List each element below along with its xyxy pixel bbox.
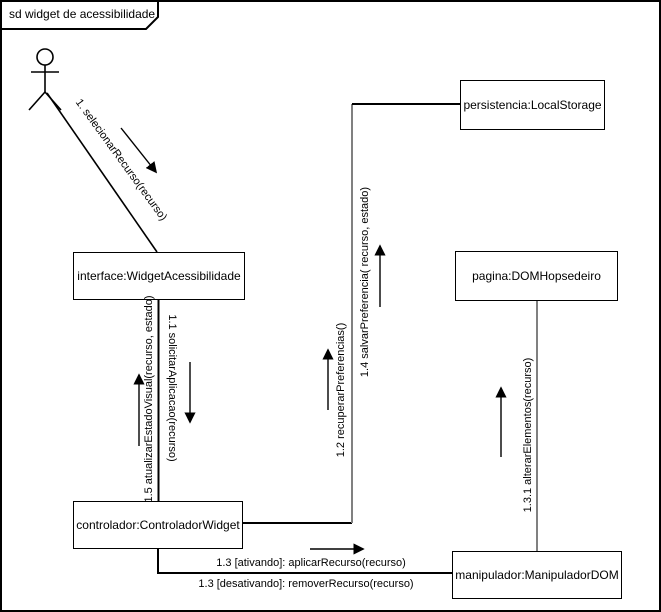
message-label-salvar-preferencia: 1.4 salvarPreferencia( recurso, estado) (359, 186, 371, 378)
object-label-controlador: controlador:ControladorWidget (76, 518, 240, 532)
frame-title: sd widget de acessibilidade (9, 7, 156, 21)
actor-icon (28, 48, 62, 111)
message-label-solicitar-aplicacao: 1.1 solicitarAplicacao(recurso) (166, 314, 178, 462)
object-box-persistencia: persistencia:LocalStorage (460, 80, 605, 130)
link-controlador-persistencia (243, 103, 460, 524)
message-label-alterar-elementos: 1.3.1 alterarElementos(recurso) (522, 357, 534, 513)
object-label-interface: interface:WidgetAcessibilidade (77, 269, 241, 283)
object-label-pagina: pagina:DOMHopsedeiro (472, 269, 601, 283)
arrow-selecionar-recurso (120, 127, 158, 174)
frame-title-tab (0, 0, 159, 30)
link-actor-interface (46, 92, 158, 253)
object-box-pagina: pagina:DOMHopsedeiro (455, 251, 618, 301)
message-label-recuperar-preferencias: 1.2 recuperarPreferencias() (335, 322, 347, 458)
object-box-manipulador: manipulador:ManipuladorDOM (452, 551, 622, 599)
message-label-atualizar-estado-visual: 1.5 atualizarEstadoVisual(recurso, estad… (143, 295, 155, 503)
object-label-persistencia: persistencia:LocalStorage (463, 98, 602, 112)
message-label-aplicar-recurso: 1.3 [ativando]: aplicarRecurso(recurso) (216, 557, 406, 569)
object-box-interface: interface:WidgetAcessibilidade (73, 252, 245, 300)
object-label-manipulador: manipulador:ManipuladorDOM (455, 568, 619, 582)
link-controlador-manipulador (157, 549, 452, 574)
object-box-controlador: controlador:ControladorWidget (73, 501, 243, 549)
message-label-remover-recurso: 1.3 [desativando]: removerRecurso(recurs… (198, 578, 414, 590)
